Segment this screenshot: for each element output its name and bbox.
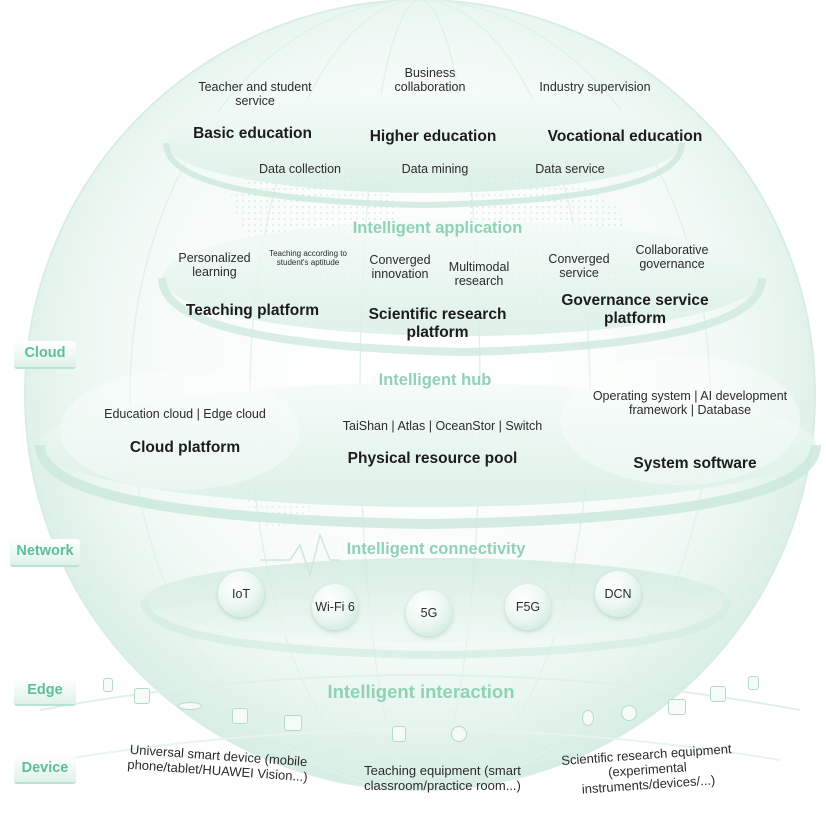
mouse-icon xyxy=(178,702,202,710)
application-disc xyxy=(162,220,762,336)
phone-icon xyxy=(103,678,113,692)
conn-dcn: DCN xyxy=(595,571,641,617)
layer-label-network: Network xyxy=(10,539,80,567)
monitor-icon xyxy=(284,715,302,731)
service-teacher-student: Teacher and student service xyxy=(198,80,312,109)
layer-label-edge: Edge xyxy=(14,678,76,706)
physical-resource-pool: Physical resource pool xyxy=(347,450,518,467)
pulse-line xyxy=(260,532,340,578)
glasses-icon xyxy=(392,726,406,742)
conn-f5g: F5G xyxy=(505,584,551,630)
device-screen-icon xyxy=(710,686,726,702)
governance-service-platform: Governance service platform xyxy=(561,292,709,327)
conn-5g: 5G xyxy=(406,590,452,636)
device-teaching-equipment: Teaching equipment (smart classroom/prac… xyxy=(364,763,521,793)
app-personalized-learning: Personalized learning xyxy=(178,251,251,280)
app-collaborative-governance: Collaborative governance xyxy=(635,243,709,272)
service-business-collaboration: Business collaboration xyxy=(394,66,466,95)
sensor-icon xyxy=(748,676,759,690)
interaction-title: Intelligent interaction xyxy=(327,681,515,702)
connectivity-title: Intelligent connectivity xyxy=(346,540,526,558)
application-title: Intelligent application xyxy=(352,219,523,237)
teaching-platform: Teaching platform xyxy=(185,302,320,319)
service-industry-supervision: Industry supervision xyxy=(539,80,651,94)
tablet-icon xyxy=(134,688,150,704)
education-disc xyxy=(166,93,682,193)
conn-iot: IoT xyxy=(218,571,264,617)
system-software: System software xyxy=(633,455,757,472)
flask-icon xyxy=(582,710,594,726)
data-collection: Data collection xyxy=(259,162,341,176)
microscope-icon xyxy=(621,705,637,721)
hub-disc xyxy=(40,383,816,507)
heart-icon xyxy=(451,726,467,742)
level-vocational-education: Vocational education xyxy=(547,128,703,145)
level-basic-education: Basic education xyxy=(193,125,312,142)
hub-title: Intelligent hub xyxy=(378,371,492,389)
app-converged-innovation: Converged innovation xyxy=(369,253,431,282)
layer-label-device: Device xyxy=(14,756,76,784)
data-service: Data service xyxy=(535,162,605,176)
scientific-research-platform: Scientific research platform xyxy=(368,306,507,341)
app-multimodal-research: Multimodal research xyxy=(448,260,510,289)
conn-wifi6: Wi-Fi 6 xyxy=(312,584,358,630)
chart-icon xyxy=(668,699,686,715)
app-teaching-aptitude: Teaching according to student's aptitude xyxy=(269,249,347,267)
cloud-platform: Cloud platform xyxy=(129,439,241,456)
hub-physical-detail: TaiShan | Atlas | OceanStor | Switch xyxy=(342,419,543,433)
layer-label-cloud: Cloud xyxy=(14,341,76,369)
app-converged-service: Converged service xyxy=(548,252,610,281)
level-higher-education: Higher education xyxy=(369,128,497,145)
camera-icon xyxy=(232,708,248,724)
data-mining: Data mining xyxy=(401,162,469,176)
hub-cloud-detail: Education cloud | Edge cloud xyxy=(104,407,266,421)
hub-software-detail: Operating system | AI development framew… xyxy=(592,389,788,418)
